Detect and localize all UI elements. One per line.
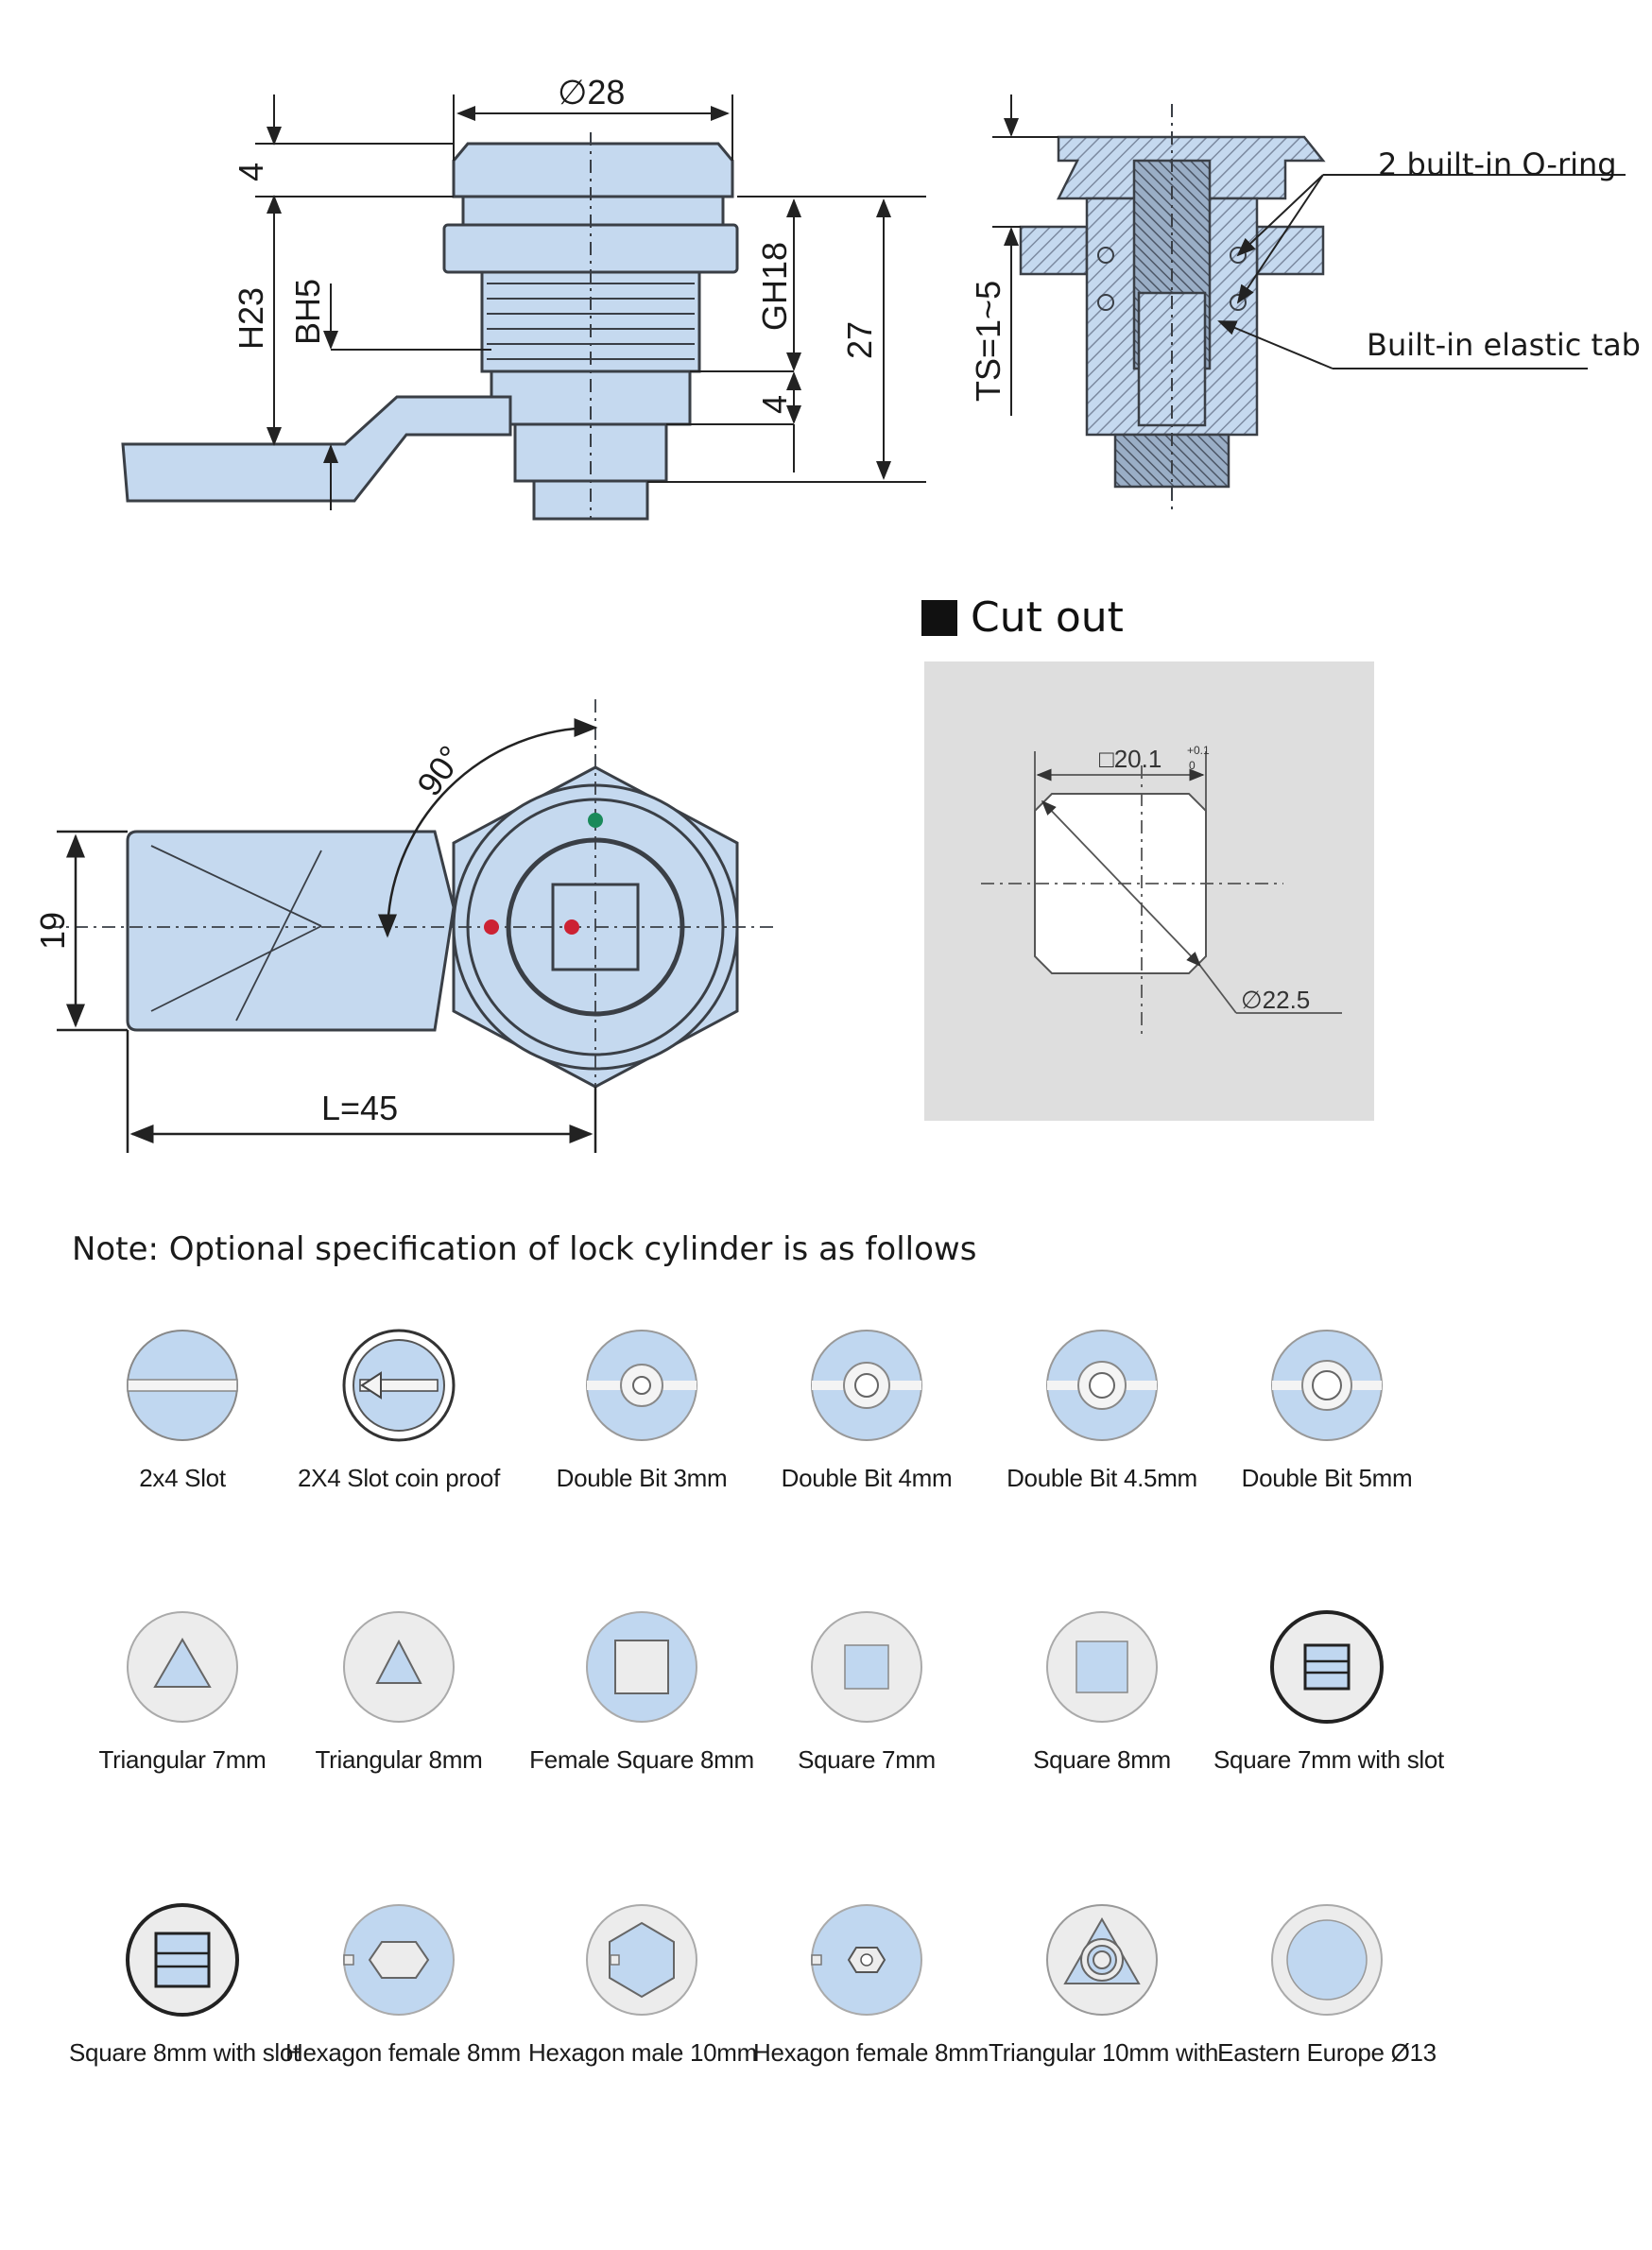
cylinder-option: Double Bit 5mm: [1213, 1328, 1440, 1493]
square-icon: [1046, 1611, 1158, 1723]
cylinder-label: Triangular 10mm with: [989, 2038, 1219, 2067]
green-indicator-dot: [588, 813, 603, 828]
dim-length: L=45: [321, 1089, 398, 1127]
square-bullet-icon: [921, 599, 957, 636]
cylinder-label: Double Bit 3mm: [556, 1464, 728, 1492]
cutout-tol-upper: +0.1: [1187, 744, 1210, 757]
dim-diameter: ∅28: [558, 76, 625, 112]
cylinder-option: Double Bit 3mm: [528, 1328, 755, 1493]
cylinder-option: Square 7mm: [753, 1609, 980, 1775]
section-view-drawing: TS=1~5: [969, 94, 1626, 510]
square-slot-icon: [126, 1903, 239, 2017]
dim-total: 27: [840, 321, 879, 359]
side-view-drawing: ∅28 4 H23 BH5 GH18 4 27: [121, 76, 926, 521]
cylinder-option: Female Square 8mm: [528, 1609, 755, 1775]
hexagon-female-small-icon: [811, 1904, 922, 2016]
dim-ts: TS=1~5: [969, 281, 1007, 402]
square-icon: [811, 1611, 922, 1723]
dim-angle: 90°: [409, 738, 471, 802]
cylinder-option: Triangular 7mm: [69, 1609, 296, 1775]
dim-lower4: 4: [755, 395, 794, 414]
dim-h23: H23: [232, 287, 270, 350]
dim-width: 19: [38, 912, 72, 950]
note-text: Note: Optional specification of lock cyl…: [72, 1230, 977, 1268]
cylinder-label: Square 8mm: [1033, 1745, 1171, 1774]
cylinder-label: 2X4 Slot coin proof: [298, 1464, 500, 1492]
cylinder-label: Double Bit 5mm: [1241, 1464, 1413, 1492]
cylinder-label: Hexagon female 8mm: [285, 2038, 521, 2067]
hexagon-female-icon: [343, 1904, 455, 2016]
slot-coin-proof-icon: [342, 1329, 456, 1442]
double-bit-icon: [811, 1330, 922, 1441]
slot-icon: [127, 1330, 238, 1441]
top-view-drawing: 90° 19 L=45: [38, 699, 775, 1153]
cylinder-label: Square 8mm with slot: [69, 2038, 300, 2067]
cylinder-option: Eastern Europe Ø13: [1213, 1902, 1440, 2068]
cutout-drawing: □20.1 +0.1 0 ∅22.5: [924, 661, 1374, 1121]
triangle-icon: [127, 1611, 238, 1723]
cylinder-option: Double Bit 4mm: [753, 1328, 980, 1493]
cylinder-label: Double Bit 4mm: [781, 1464, 953, 1492]
cylinder-option: Double Bit 4.5mm: [989, 1328, 1215, 1493]
triangular-10-icon: [1046, 1904, 1158, 2016]
cutout-diameter-dim: ∅22.5: [1241, 986, 1310, 1014]
cylinder-label: Triangular 8mm: [315, 1745, 483, 1774]
double-bit-icon: [1271, 1330, 1383, 1441]
cylinder-option: Square 7mm with slot: [1213, 1609, 1444, 1775]
cutout-heading-text: Cut out: [971, 593, 1124, 642]
hexagon-male-icon: [586, 1904, 697, 2016]
eastern-europe-icon: [1271, 1904, 1383, 2016]
red-indicator-dot: [484, 919, 499, 935]
cylinder-option: Triangular 10mm with: [989, 1902, 1219, 2068]
cylinder-label: Hexagon male 10mm: [528, 2038, 758, 2067]
double-bit-icon: [1046, 1330, 1158, 1441]
callout-elastic-tab: Built-in elastic tab: [1367, 327, 1641, 363]
cylinder-label: Hexagon female 8mm: [753, 2038, 989, 2067]
cylinder-label: Square 7mm: [798, 1745, 936, 1774]
red-center-dot: [564, 919, 579, 935]
callout-oring: 2 built-in O-ring: [1378, 146, 1617, 182]
cylinder-option: 2x4 Slot: [69, 1328, 296, 1493]
square-slot-icon: [1270, 1610, 1384, 1724]
cylinder-label: Eastern Europe Ø13: [1217, 2038, 1437, 2067]
dim-gh18: GH18: [755, 242, 794, 331]
triangle-icon: [343, 1611, 455, 1723]
cylinder-option: Hexagon female 8mm: [285, 1902, 521, 2068]
cylinder-label: Square 7mm with slot: [1213, 1745, 1444, 1774]
cutout-heading: Cut out: [921, 593, 1124, 642]
cylinder-option: Hexagon female 8mm: [753, 1902, 989, 2068]
cylinder-option: Hexagon male 10mm: [528, 1902, 758, 2068]
cylinder-label: Double Bit 4.5mm: [1007, 1464, 1197, 1492]
double-bit-icon: [586, 1330, 697, 1441]
cylinder-option: Square 8mm: [989, 1609, 1215, 1775]
cylinder-label: Female Square 8mm: [529, 1745, 754, 1774]
cylinder-label: 2x4 Slot: [139, 1464, 226, 1492]
cylinder-option: Square 8mm with slot: [69, 1902, 300, 2068]
cylinder-label: Triangular 7mm: [98, 1745, 267, 1774]
cutout-tol-lower: 0: [1189, 759, 1196, 772]
dim-bh5: BH5: [288, 279, 327, 345]
cylinder-option: Triangular 8mm: [285, 1609, 512, 1775]
dim-flange: 4: [232, 163, 270, 181]
female-square-icon: [586, 1611, 697, 1723]
cutout-square-dim: □20.1: [1099, 745, 1162, 773]
cylinder-option: 2X4 Slot coin proof: [285, 1328, 512, 1493]
